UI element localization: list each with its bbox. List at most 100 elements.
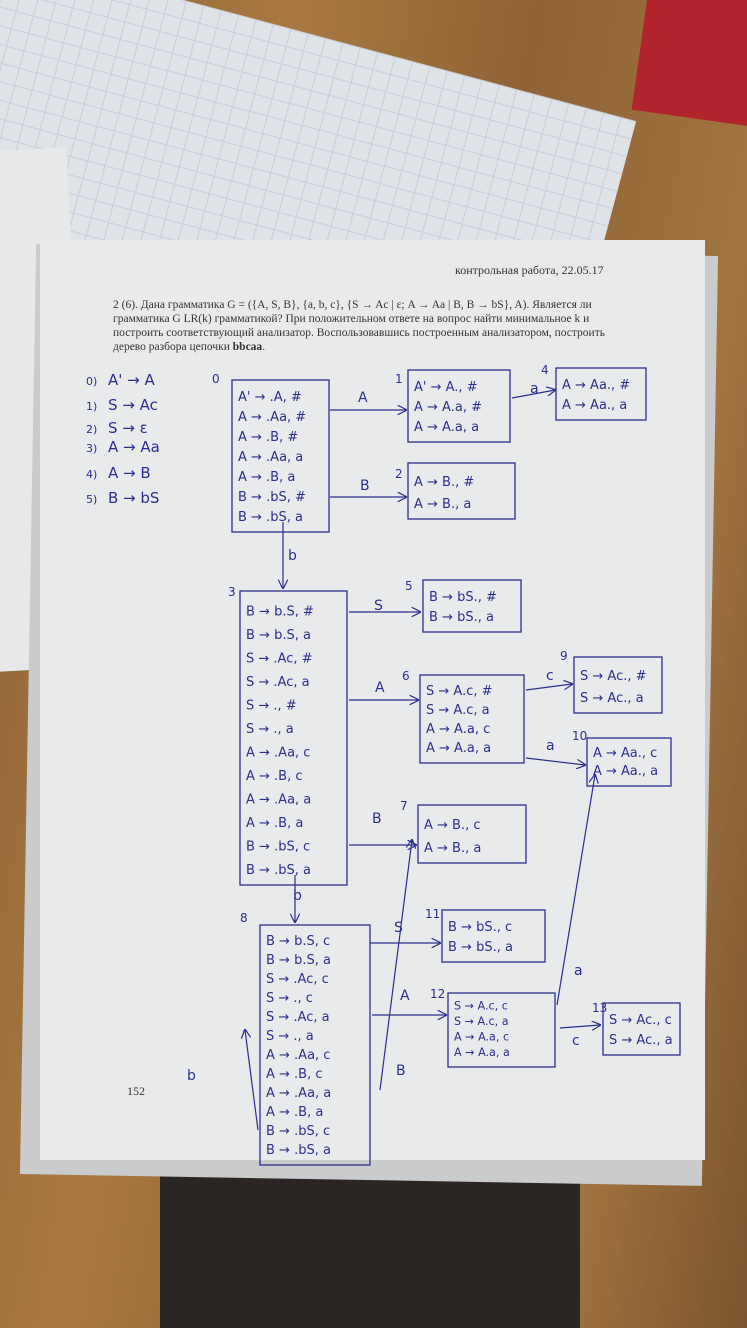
transition-label: a bbox=[530, 381, 539, 397]
lr-item: S → A.c, c bbox=[454, 1000, 508, 1013]
state-number: 10 bbox=[572, 729, 587, 743]
rule-number: 5) bbox=[86, 493, 97, 506]
state-number: 7 bbox=[400, 799, 408, 813]
lr-item: B → .bS, a bbox=[266, 1143, 331, 1158]
transition-label: b bbox=[288, 548, 297, 564]
lr-item: S → .Ac, c bbox=[266, 972, 329, 987]
lr-item: B → .bS, c bbox=[246, 840, 310, 855]
transition-label: A bbox=[358, 390, 368, 406]
lr-item: A → B., c bbox=[424, 818, 481, 833]
rule-number: 0) bbox=[86, 375, 97, 388]
rule-number: 2) bbox=[86, 423, 97, 436]
state-box bbox=[441, 909, 546, 963]
state-number: 1 bbox=[395, 372, 403, 386]
state-number: 6 bbox=[402, 669, 410, 683]
lr-item: S → ., a bbox=[246, 722, 294, 737]
lr-item: S → A.c, a bbox=[454, 1015, 509, 1028]
rule-number: 4) bbox=[86, 468, 97, 481]
lr-item: A → A.a, c bbox=[426, 722, 490, 737]
state-box bbox=[231, 379, 330, 533]
lr-item: A → .Aa, # bbox=[238, 410, 306, 425]
transition-label: A bbox=[400, 988, 410, 1004]
state-number: 8 bbox=[240, 911, 248, 925]
transition-label: S bbox=[394, 920, 403, 936]
transition-label: a bbox=[546, 738, 555, 754]
lr-item: S → ., c bbox=[266, 991, 313, 1006]
transition-label: S bbox=[374, 598, 383, 614]
lr-item: A → .B, c bbox=[266, 1067, 323, 1082]
page-number: 152 bbox=[127, 1084, 145, 1098]
task-chain: bbcaa bbox=[232, 341, 263, 353]
transition-label: B bbox=[396, 1063, 406, 1079]
transition-label: B bbox=[372, 811, 382, 827]
lr-item: A → .B, a bbox=[266, 1105, 323, 1120]
lr-item: A → .Aa, a bbox=[266, 1086, 331, 1101]
lr-item: A → .Aa, a bbox=[246, 793, 311, 808]
state-box bbox=[586, 737, 672, 787]
transition-label: a bbox=[574, 963, 583, 979]
lr-item: A → .Aa, c bbox=[266, 1048, 330, 1063]
task-text-body: 2 (6). Дана грамматика G = ({A, S, B}, {… bbox=[113, 299, 605, 353]
state-box bbox=[573, 656, 663, 714]
transition-arrow bbox=[559, 1025, 600, 1028]
lr-item: B → b.S, a bbox=[246, 628, 311, 643]
paper-header: контрольная работа, 22.05.17 bbox=[455, 263, 604, 277]
transition-arrow bbox=[556, 775, 595, 1006]
transition-label: A bbox=[375, 680, 385, 696]
lr-item: B → .bS, a bbox=[246, 863, 311, 878]
task-text: 2 (6). Дана грамматика G = ({A, S, B}, {… bbox=[113, 298, 613, 354]
transition-arrow bbox=[245, 1030, 259, 1131]
lr-item: A → B., a bbox=[414, 497, 471, 512]
state-box bbox=[602, 1002, 681, 1056]
state-number: 0 bbox=[212, 372, 220, 386]
grammar-rule: S → Ac bbox=[108, 396, 158, 414]
transition-label: c bbox=[572, 1033, 580, 1049]
state-box bbox=[239, 590, 348, 886]
lr-item: B → .bS, # bbox=[238, 490, 306, 505]
lr-item: S → ., a bbox=[266, 1029, 314, 1044]
lr-item: S → ., # bbox=[246, 699, 297, 714]
lr-item: S → .Ac, a bbox=[266, 1010, 330, 1025]
rule-number: 1) bbox=[86, 400, 97, 413]
lr-item: A → .B, a bbox=[246, 816, 303, 831]
lr-item: B → b.S, c bbox=[266, 934, 330, 949]
transition-label: b bbox=[187, 1068, 196, 1084]
state-box bbox=[419, 674, 525, 764]
lr-item: S → .Ac, a bbox=[246, 675, 310, 690]
state-number: 11 bbox=[425, 907, 440, 921]
lr-item: B → b.S, a bbox=[266, 953, 331, 968]
lr-item: A → .Aa, a bbox=[238, 450, 303, 465]
lr-item: A → A.a, # bbox=[414, 400, 482, 415]
state-number: 2 bbox=[395, 467, 403, 481]
lr-item: S → A.c, # bbox=[426, 684, 493, 699]
transition-label: c bbox=[546, 668, 554, 684]
transition-arrow bbox=[525, 684, 572, 691]
state-number: 13 bbox=[592, 1001, 607, 1015]
lr-item: A → A.a, c bbox=[454, 1031, 509, 1044]
task-text-end: . bbox=[262, 341, 266, 353]
state-box bbox=[417, 804, 527, 864]
lr-item: A → A.a, a bbox=[454, 1046, 510, 1059]
state-box bbox=[407, 462, 516, 520]
lr-item: A → Aa., c bbox=[593, 746, 657, 761]
state-box bbox=[447, 992, 556, 1068]
lr-item: B → bS., a bbox=[429, 610, 494, 625]
lr-item: B → bS., a bbox=[448, 940, 513, 955]
lr-item: A' → A., # bbox=[414, 380, 478, 395]
state-number: 12 bbox=[430, 987, 445, 1001]
lr-item: S → Ac., a bbox=[609, 1033, 673, 1048]
lr-item: A → .B, a bbox=[238, 470, 295, 485]
state-box bbox=[259, 924, 371, 1166]
lr-item: A → .B, c bbox=[246, 769, 303, 784]
transition-arrow bbox=[525, 757, 585, 765]
lr-item: S → Ac., # bbox=[580, 669, 647, 684]
lr-item: A → .B, # bbox=[238, 430, 298, 445]
lr-item: B → bS., c bbox=[448, 920, 512, 935]
grammar-rule: A' → A bbox=[108, 371, 155, 389]
lr-item: B → bS., # bbox=[429, 590, 497, 605]
lr-item: S → .Ac, # bbox=[246, 652, 313, 667]
lr-item: B → .bS, a bbox=[238, 510, 303, 525]
lr-item: A → Aa., a bbox=[562, 398, 627, 413]
transition-arrow bbox=[379, 840, 412, 1091]
